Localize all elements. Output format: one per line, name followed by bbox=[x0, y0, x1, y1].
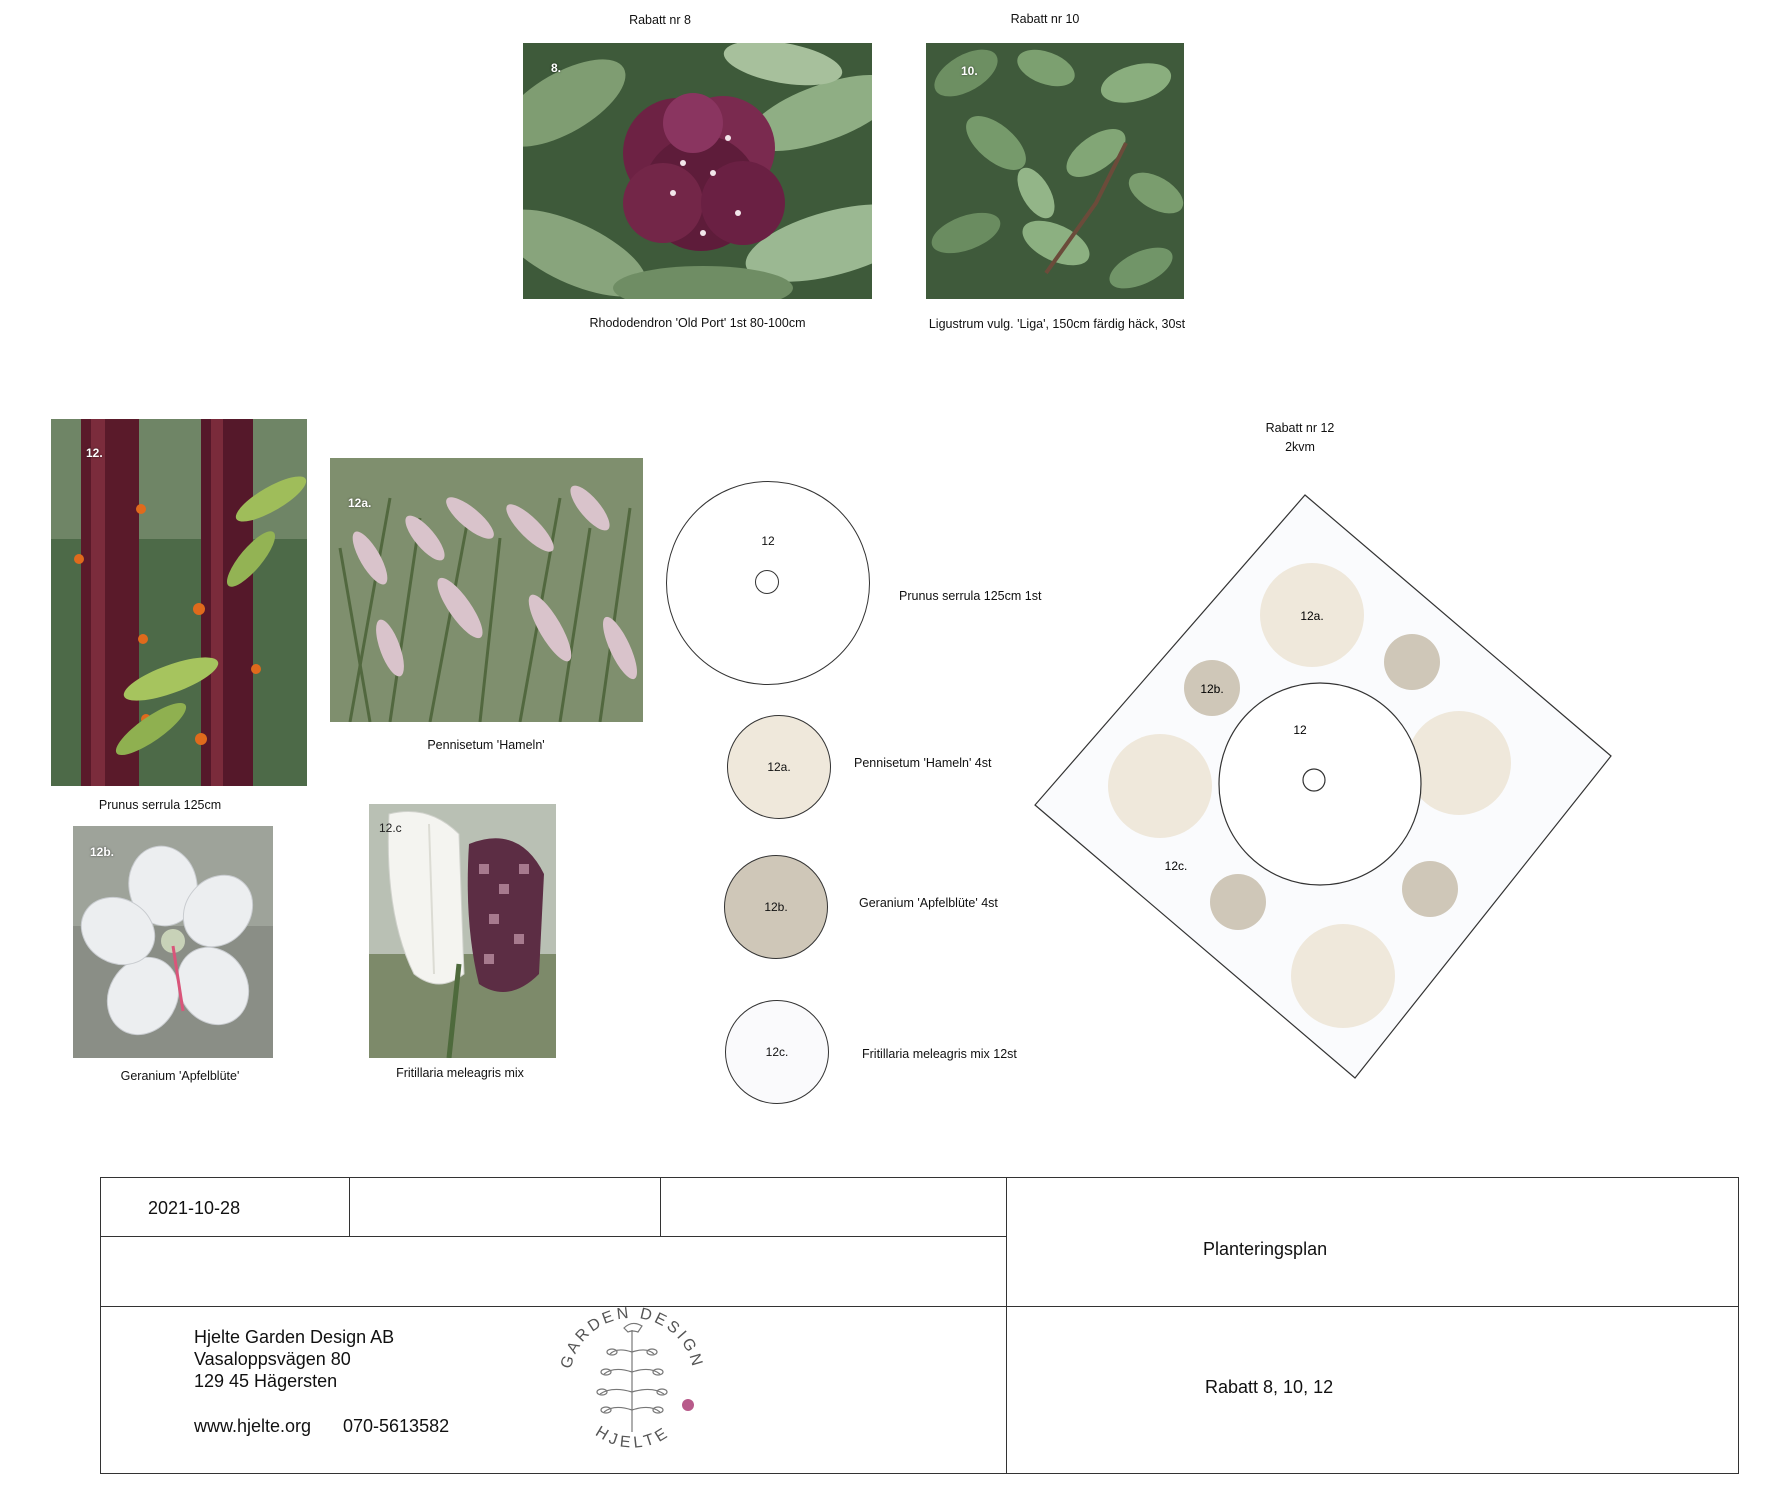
fritillaria-caption: Fritillaria meleagris mix bbox=[396, 1066, 524, 1080]
plant-12a bbox=[1260, 563, 1364, 667]
company-city: 129 45 Hägersten bbox=[194, 1371, 338, 1391]
company-name: Hjelte Garden Design AB bbox=[194, 1327, 395, 1347]
plan-type: Planteringsplan bbox=[1203, 1239, 1328, 1259]
plant-12b bbox=[1384, 634, 1440, 690]
ligustrum-caption: Ligustrum vulg. 'Liga', 150cm färdig häc… bbox=[928, 317, 1186, 331]
legend-tree-circle: 12 bbox=[666, 481, 870, 685]
rhododendron-caption: Rhododendron 'Old Port' 1st 80-100cm bbox=[589, 316, 806, 330]
legend-12c-desc: Fritillaria meleagris mix 12st bbox=[862, 1047, 1017, 1061]
hjelte-logo: GARDEN DESIGN HJELTE bbox=[558, 1305, 703, 1452]
photo-tag: 8. bbox=[551, 61, 562, 75]
company-website: www.hjelte.org bbox=[194, 1416, 312, 1436]
fritillaria-photo: 12.c bbox=[369, 804, 556, 1058]
plant-12b bbox=[1184, 660, 1240, 716]
date: 2021-10-28 bbox=[148, 1198, 241, 1218]
drawing-name: Rabatt 8, 10, 12 bbox=[1205, 1377, 1334, 1397]
rabatt10-title: Rabatt nr 10 bbox=[1010, 12, 1080, 26]
plan-area: 2kvm bbox=[1285, 440, 1315, 454]
company-phone: 070-5613582 bbox=[343, 1416, 450, 1436]
divider bbox=[1006, 1177, 1007, 1473]
tree-trunk-icon bbox=[755, 570, 779, 594]
logo-text-bottom: HJELTE bbox=[592, 1423, 673, 1451]
photo-tag: 12. bbox=[86, 446, 103, 460]
legend-tree-desc: Prunus serrula 125cm 1st bbox=[899, 589, 1042, 603]
plant-12a bbox=[1108, 734, 1212, 838]
divider bbox=[100, 1306, 1738, 1307]
plant-12b bbox=[1402, 861, 1458, 917]
legend-12c-label: 12c. bbox=[765, 1045, 789, 1059]
plant-12a bbox=[1291, 924, 1395, 1028]
rabatt8-title: Rabatt nr 8 bbox=[629, 13, 691, 27]
photo-tag: 12b. bbox=[90, 845, 115, 859]
title-block bbox=[100, 1177, 1739, 1474]
prunus-photo: 12. bbox=[51, 419, 307, 786]
legend-tree-label: 12 bbox=[761, 534, 775, 548]
logo-flower-icon bbox=[682, 1399, 694, 1411]
company-street: Vasaloppsvägen 80 bbox=[194, 1349, 351, 1369]
plan-label-12c: 12c. bbox=[1165, 859, 1188, 873]
plant-12b bbox=[1210, 874, 1266, 930]
divider bbox=[100, 1236, 1007, 1237]
rhododendron-photo: 8. bbox=[523, 43, 872, 299]
logo-plant-icon bbox=[596, 1322, 668, 1432]
prunus-caption: Prunus serrula 125cm bbox=[98, 798, 222, 812]
pennisetum-photo: 12a. bbox=[330, 458, 643, 722]
legend-12b-circle: 12b. bbox=[724, 855, 828, 959]
divider bbox=[660, 1177, 661, 1237]
plant-12a bbox=[1407, 711, 1511, 815]
plan-label-12a: 12a. bbox=[1300, 609, 1323, 623]
legend-12b-desc: Geranium 'Apfelblüte' 4st bbox=[859, 896, 998, 910]
planting-plan-diagram: 12a. 12b. 12 12c. bbox=[1034, 494, 1612, 1079]
plan-label-12b: 12b. bbox=[1200, 682, 1223, 696]
photo-tag: 12a. bbox=[348, 496, 372, 510]
legend-12a-desc: Pennisetum 'Hameln' 4st bbox=[854, 756, 992, 770]
ligustrum-photo: 10. bbox=[926, 43, 1184, 299]
plan-label-12: 12 bbox=[1293, 723, 1307, 737]
geranium-caption: Geranium 'Apfelblüte' bbox=[120, 1069, 240, 1083]
legend-12a-label: 12a. bbox=[767, 760, 791, 774]
tree-trunk-icon bbox=[1302, 768, 1326, 792]
legend-12b-label: 12b. bbox=[764, 900, 788, 914]
geranium-photo: 12b. bbox=[73, 826, 273, 1058]
photo-tag: 10. bbox=[961, 64, 978, 78]
legend-12c-circle: 12c. bbox=[725, 1000, 829, 1104]
photo-tag: 12.c bbox=[379, 821, 402, 835]
pennisetum-caption: Pennisetum 'Hameln' bbox=[427, 738, 545, 752]
legend-12a-circle: 12a. bbox=[727, 715, 831, 819]
divider bbox=[349, 1177, 350, 1237]
plan-title: Rabatt nr 12 bbox=[1265, 421, 1335, 435]
